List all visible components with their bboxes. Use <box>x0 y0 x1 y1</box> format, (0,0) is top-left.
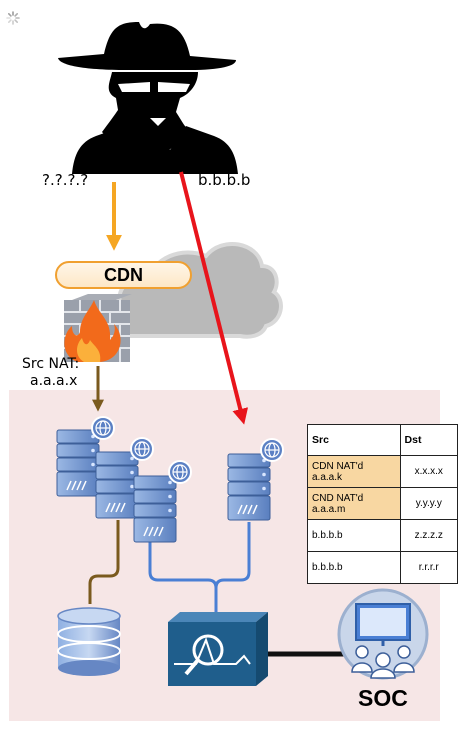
firewall-icon <box>64 294 132 362</box>
table-row: b.b.b.b r.r.r.r <box>307 551 459 584</box>
dst-cell: z.z.z.z <box>399 519 459 552</box>
cdn-node: CDN <box>55 261 192 289</box>
soc-icon <box>337 588 429 680</box>
network-wiring <box>148 522 251 612</box>
src-cell: b.b.b.b <box>307 519 401 552</box>
database-icon <box>57 607 121 676</box>
direct-attack-arrow <box>179 171 249 425</box>
table-row: b.b.b.b z.z.z.z <box>307 519 459 552</box>
dst-column-header: Dst <box>399 424 459 456</box>
src-cell: b.b.b.b <box>307 551 401 584</box>
loading-spinner-icon <box>6 11 20 25</box>
dst-cell: r.r.r.r <box>399 551 459 584</box>
src-column-header: Src <box>307 424 401 456</box>
unknown-source-ip-label: ?.?.?.? <box>42 171 89 189</box>
src-nat-label: Src NAT: <box>22 356 80 372</box>
database-link <box>88 520 120 604</box>
soc-label: SOC <box>358 685 408 711</box>
dst-cell: x.x.x.x <box>399 455 459 488</box>
network-sensor-icon <box>168 612 268 686</box>
nat-ip-label: a.a.a.x <box>30 373 78 389</box>
dst-cell: y.y.y.y <box>399 487 459 520</box>
cdn-label: CDN <box>104 264 143 285</box>
attacker-ip-label: b.b.b.b <box>198 171 251 189</box>
attacker-spy-icon <box>58 22 238 174</box>
internet-cloud-icon <box>105 241 283 339</box>
